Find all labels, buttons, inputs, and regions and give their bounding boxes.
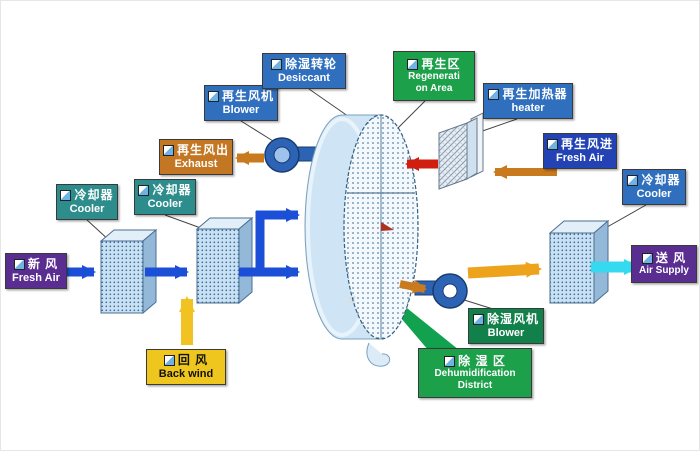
picture-icon — [488, 89, 500, 101]
label-desiccant: 除湿转轮 Desiccant — [262, 53, 346, 89]
rotary-wheel: xt — [304, 114, 419, 367]
label-en: Back wind — [158, 367, 214, 380]
label-fresh-air-in: 新 风 Fresh Air — [5, 253, 67, 289]
label-en: on Area — [415, 83, 453, 95]
label-en: Cooler — [147, 197, 183, 210]
picture-icon — [641, 252, 653, 264]
label-zh: 再生风出 — [177, 143, 230, 158]
label-zh: 新 风 — [27, 257, 59, 272]
picture-icon — [13, 259, 25, 271]
label-en: Desiccant — [278, 71, 330, 84]
label-en: heater — [511, 101, 545, 114]
label-regen-fresh-air: 再生风进 Fresh Air — [543, 133, 617, 169]
label-en: Dehumidification — [434, 368, 516, 380]
wheel-pointer-needle — [381, 222, 394, 231]
label-en: Exhaust — [174, 157, 218, 170]
label-zh: 除湿转轮 — [284, 57, 337, 72]
label-cooler-1: 冷却器 Cooler — [56, 184, 118, 220]
label-zh: 冷却器 — [74, 188, 114, 203]
label-zh: 除 湿 区 — [458, 354, 506, 369]
label-en: Cooler — [636, 187, 672, 200]
picture-icon — [627, 175, 639, 187]
arrow-blower-to-cooler3 — [467, 261, 542, 279]
label-en: Regenerati — [408, 71, 460, 83]
label-regen-blower: 再生风机 Blower — [204, 85, 278, 121]
label-zh: 再生区 — [421, 57, 461, 72]
heater-box — [438, 112, 484, 190]
label-air-supply: 送 风 Air Supply — [631, 245, 697, 283]
picture-icon — [138, 185, 150, 197]
label-zh: 冷却器 — [152, 183, 192, 198]
arrow-wheel-to-blower — [399, 279, 427, 294]
label-en: Cooler — [69, 202, 105, 215]
label-heater: 再生加热器 heater — [483, 83, 573, 119]
leader-lines — [86, 88, 647, 310]
label-zh: 再生风机 — [222, 89, 275, 104]
label-regeneration-area: 再生区 Regenerati on Area — [393, 51, 475, 101]
label-en: Fresh Air — [12, 271, 60, 284]
picture-icon — [270, 59, 282, 71]
label-cooler-2: 冷却器 Cooler — [134, 179, 196, 215]
label-dehumid-district: 除 湿 区 Dehumidification District — [418, 348, 532, 398]
picture-icon — [407, 58, 419, 70]
watermark: xt — [347, 292, 357, 306]
label-en: Fresh Air — [556, 151, 604, 164]
picture-icon — [163, 355, 175, 367]
label-zh: 除湿风机 — [486, 312, 539, 327]
label-dehumid-blower: 除湿风机 Blower — [468, 308, 544, 344]
picture-icon — [163, 145, 174, 157]
label-exhaust: 再生风出 Exhaust — [159, 139, 233, 175]
picture-icon — [208, 91, 219, 103]
label-back-wind: 回 风 Back wind — [146, 349, 226, 385]
picture-icon — [472, 314, 484, 326]
label-en: District — [457, 380, 493, 392]
cooler-box-1 — [99, 228, 158, 315]
label-en: Blower — [222, 103, 260, 116]
label-cooler-3: 冷却器 Cooler — [622, 169, 686, 205]
label-zh: 送 风 — [655, 251, 687, 266]
picture-icon — [444, 355, 456, 367]
flow-arrows — [65, 151, 640, 345]
label-zh: 再生风进 — [561, 137, 614, 152]
cooler-box-2 — [195, 216, 254, 305]
label-zh: 冷却器 — [641, 173, 681, 188]
label-en: Air Supply — [638, 265, 689, 277]
picture-icon — [60, 190, 72, 202]
picture-icon — [547, 139, 558, 151]
label-zh: 再生加热器 — [502, 87, 568, 102]
wheel-ribbon — [366, 342, 391, 367]
label-zh: 回 风 — [177, 353, 209, 368]
label-en: Blower — [487, 326, 525, 339]
